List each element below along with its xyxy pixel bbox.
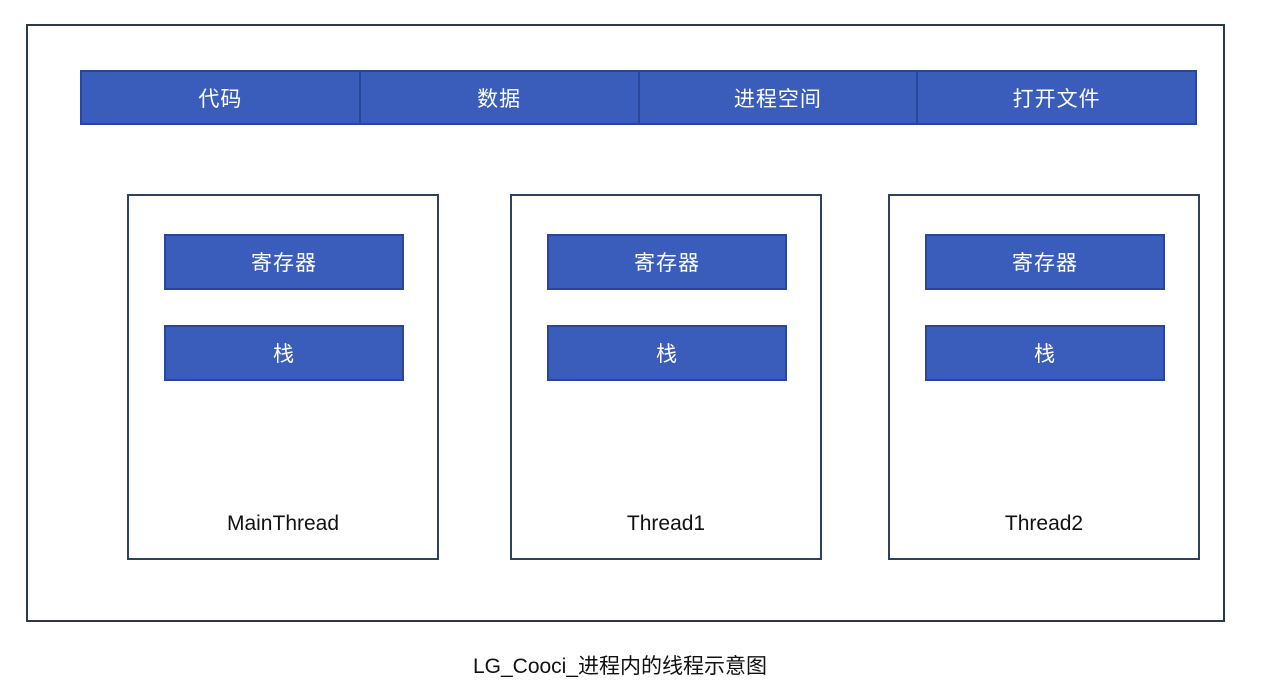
- diagram-caption: LG_Cooci_进程内的线程示意图: [472, 655, 768, 678]
- stack-block: 栈: [164, 325, 404, 381]
- bar-segment-process-space: 进程空间: [640, 72, 919, 123]
- thread-label-thread2: Thread2: [1004, 512, 1084, 535]
- registers-block: 寄存器: [164, 234, 404, 290]
- thread-label-mainthread: MainThread: [226, 512, 340, 535]
- thread-box-thread2: 寄存器 栈 Thread2: [888, 194, 1200, 560]
- bar-segment-code: 代码: [82, 72, 361, 123]
- bar-segment-open-files: 打开文件: [1012, 87, 1101, 111]
- thread-label-thread1: Thread1: [626, 512, 706, 535]
- bar-segment-data: 数据: [361, 72, 640, 123]
- registers-block: 寄存器: [925, 234, 1165, 290]
- process-box: 代码 数据 进程空间 打开文件 寄存器 栈 MainThread 寄存器 栈 T…: [26, 24, 1225, 622]
- thread-box-thread1: 寄存器 栈 Thread1: [510, 194, 822, 560]
- stack-block: 栈: [925, 325, 1165, 381]
- process-resources-bar: 代码 数据 进程空间 打开文件: [80, 70, 1197, 125]
- stack-block: 栈: [547, 325, 787, 381]
- thread-box-mainthread: 寄存器 栈 MainThread: [127, 194, 439, 560]
- registers-block: 寄存器: [547, 234, 787, 290]
